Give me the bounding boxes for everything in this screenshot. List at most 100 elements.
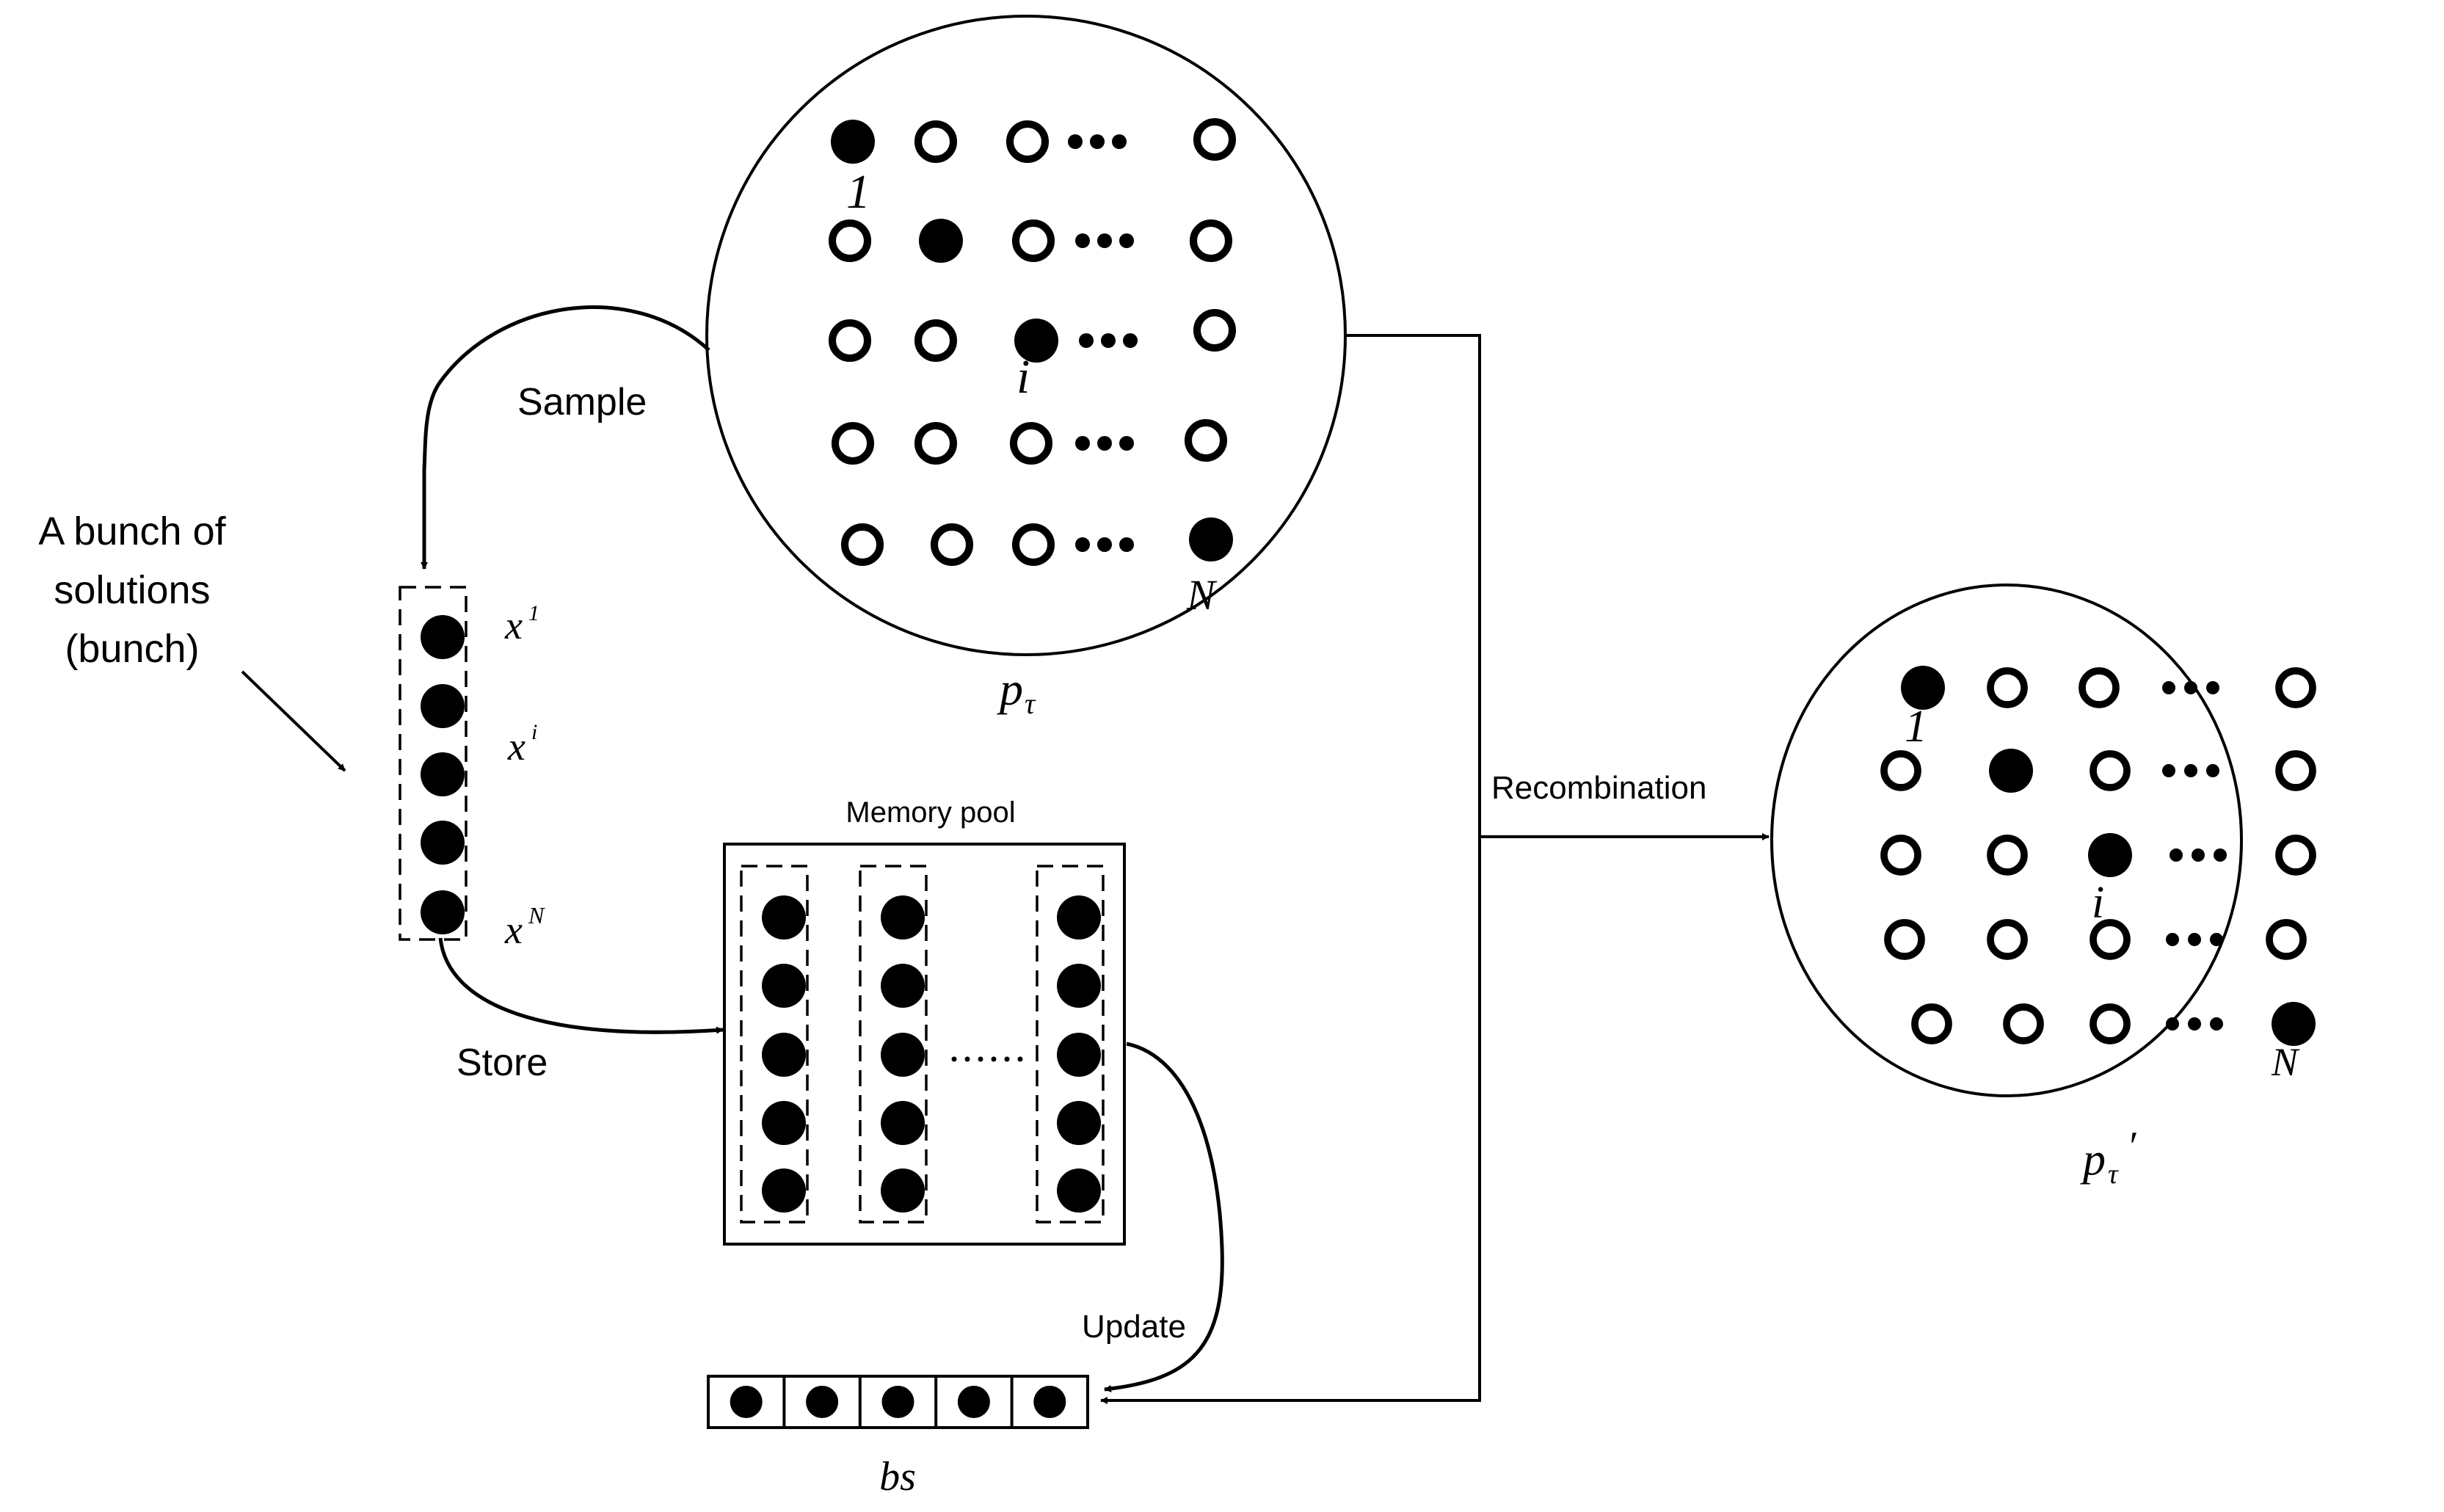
- ellipsis-dot: [1119, 537, 1134, 552]
- new-population-dots: [1880, 666, 2316, 1046]
- bs-solution-dot: [1033, 1386, 1066, 1418]
- solution-dot: [2275, 667, 2316, 708]
- population-index-last: N: [1186, 571, 1218, 619]
- pool-solution-dot: [762, 1101, 806, 1145]
- bunch-pointer-arrow: [241, 670, 346, 772]
- recombination-line-from-population: [1100, 334, 1481, 1404]
- pool-solution-dot: [1057, 964, 1101, 1008]
- store-arrow: [438, 937, 724, 1034]
- ellipsis-dot: [2162, 681, 2175, 694]
- solution-dot: [1184, 418, 1228, 462]
- new-population-label-prime: ′: [2127, 1124, 2136, 1169]
- bunch-annotation: A bunch of solutions (bunch): [38, 509, 346, 772]
- recombination-label: Recombination: [1491, 770, 1707, 806]
- pool-solution-dot: [881, 1168, 925, 1213]
- ellipsis-dot: [2206, 681, 2219, 694]
- bunch-x1-base: x: [504, 603, 523, 647]
- ellipsis-dot: [1119, 436, 1134, 451]
- solution-dot: [2275, 750, 2316, 791]
- solution-dot: [1193, 308, 1237, 352]
- ellipsis-dot: [1090, 134, 1105, 149]
- bunch-solution-dot: [421, 752, 465, 796]
- memory-pool-ellipsis: [951, 1056, 1023, 1062]
- ellipsis-dot: [1068, 134, 1083, 149]
- ellipsis-dot: [1075, 436, 1090, 451]
- solution-dot-selected: [2088, 833, 2132, 877]
- ellipsis-dot: [2214, 848, 2227, 862]
- solution-dot: [2090, 1003, 2131, 1044]
- solution-dot: [1011, 523, 1055, 567]
- bunch-solution-dot: [421, 890, 465, 934]
- solution-dot: [2003, 1003, 2044, 1044]
- pool-solution-dot: [881, 1101, 925, 1145]
- pool-solution-dot: [1057, 895, 1101, 939]
- recombination-connector: Recombination: [1100, 334, 1770, 1404]
- ellipsis-dot: [2184, 681, 2197, 694]
- bunch-xi-base: x: [507, 724, 525, 768]
- population-dots: [828, 117, 1237, 567]
- memory-pool-column-1: [740, 865, 809, 1224]
- bunch-label-line2: solutions: [54, 568, 210, 612]
- bs-solution-dot: [957, 1386, 990, 1418]
- solution-dot: [1987, 667, 2028, 708]
- solution-dot-selected: [2272, 1002, 2316, 1046]
- solution-dot: [914, 421, 958, 465]
- bs-cells: [730, 1376, 1066, 1428]
- solution-dot: [1987, 919, 2028, 960]
- solution-dot: [1884, 919, 1925, 960]
- pool-solution-dot: [881, 964, 925, 1008]
- population-circle: [705, 15, 1347, 656]
- ellipsis-dot: [2184, 764, 2197, 777]
- bunch-solution-dot: [421, 615, 465, 659]
- solution-dot-selected: [1901, 666, 1945, 710]
- population-label: p τ: [997, 663, 1036, 720]
- solution-dot: [1880, 750, 1921, 791]
- solution-dot: [840, 523, 884, 567]
- new-population-index-last: N: [2271, 1040, 2300, 1084]
- new-population-ellipse-group: 1 i N: [1770, 584, 2316, 1097]
- solution-dot-selected: [919, 219, 963, 263]
- ellipsis-dot: [2210, 1017, 2223, 1031]
- new-population-label-subscript: τ: [2108, 1159, 2119, 1190]
- ellipsis-dot: [1079, 333, 1094, 348]
- solution-dot-selected: [1014, 319, 1058, 363]
- new-population-ellipse: [1770, 584, 2243, 1097]
- solution-dot: [1189, 219, 1233, 263]
- bunch-vector: x 1 x i x N: [399, 586, 545, 952]
- bunch-xN-base: x: [504, 908, 523, 952]
- memory-pool-column-2: [859, 865, 928, 1224]
- solution-dot-selected: [831, 120, 875, 164]
- solution-dot: [828, 219, 872, 263]
- memory-pool-box: [723, 843, 1126, 1246]
- solution-dot: [2090, 919, 2131, 960]
- ellipsis-dot: [2166, 1017, 2179, 1031]
- ellipsis-dot: [2166, 933, 2179, 946]
- solution-dot: [1880, 835, 1921, 876]
- solution-dot: [2090, 750, 2131, 791]
- ellipsis-dot: [2162, 764, 2175, 777]
- sample-arrow: [421, 305, 710, 570]
- solution-dot: [1011, 219, 1055, 263]
- bs-label: bs: [879, 1454, 916, 1500]
- memory-pool: Memory pool: [723, 796, 1126, 1246]
- pool-solution-dot: [762, 1168, 806, 1213]
- solution-dot: [2079, 667, 2120, 708]
- ellipsis-dot: [1097, 436, 1112, 451]
- pool-solution-dot: [881, 1033, 925, 1077]
- ellipsis-dot: [1097, 233, 1112, 248]
- ellipsis-dot: [2188, 933, 2201, 946]
- memory-pool-label: Memory pool: [845, 796, 1015, 829]
- pool-solution-dot: [762, 1033, 806, 1077]
- bunch-label-line1: A bunch of: [38, 509, 226, 553]
- update-label: Update: [1082, 1309, 1186, 1345]
- solution-dot: [1911, 1003, 1952, 1044]
- bs-solution-dot: [806, 1386, 839, 1418]
- ellipsis-dot: [2188, 1017, 2201, 1031]
- solution-dot: [828, 319, 872, 363]
- memory-pool-column-last: [1036, 865, 1105, 1224]
- population-circle-group: 1 i N: [705, 15, 1347, 656]
- population-index-mid: i: [1016, 350, 1030, 404]
- ellipsis-dot: [2210, 933, 2223, 946]
- bunch-label-x1: x 1: [504, 601, 539, 647]
